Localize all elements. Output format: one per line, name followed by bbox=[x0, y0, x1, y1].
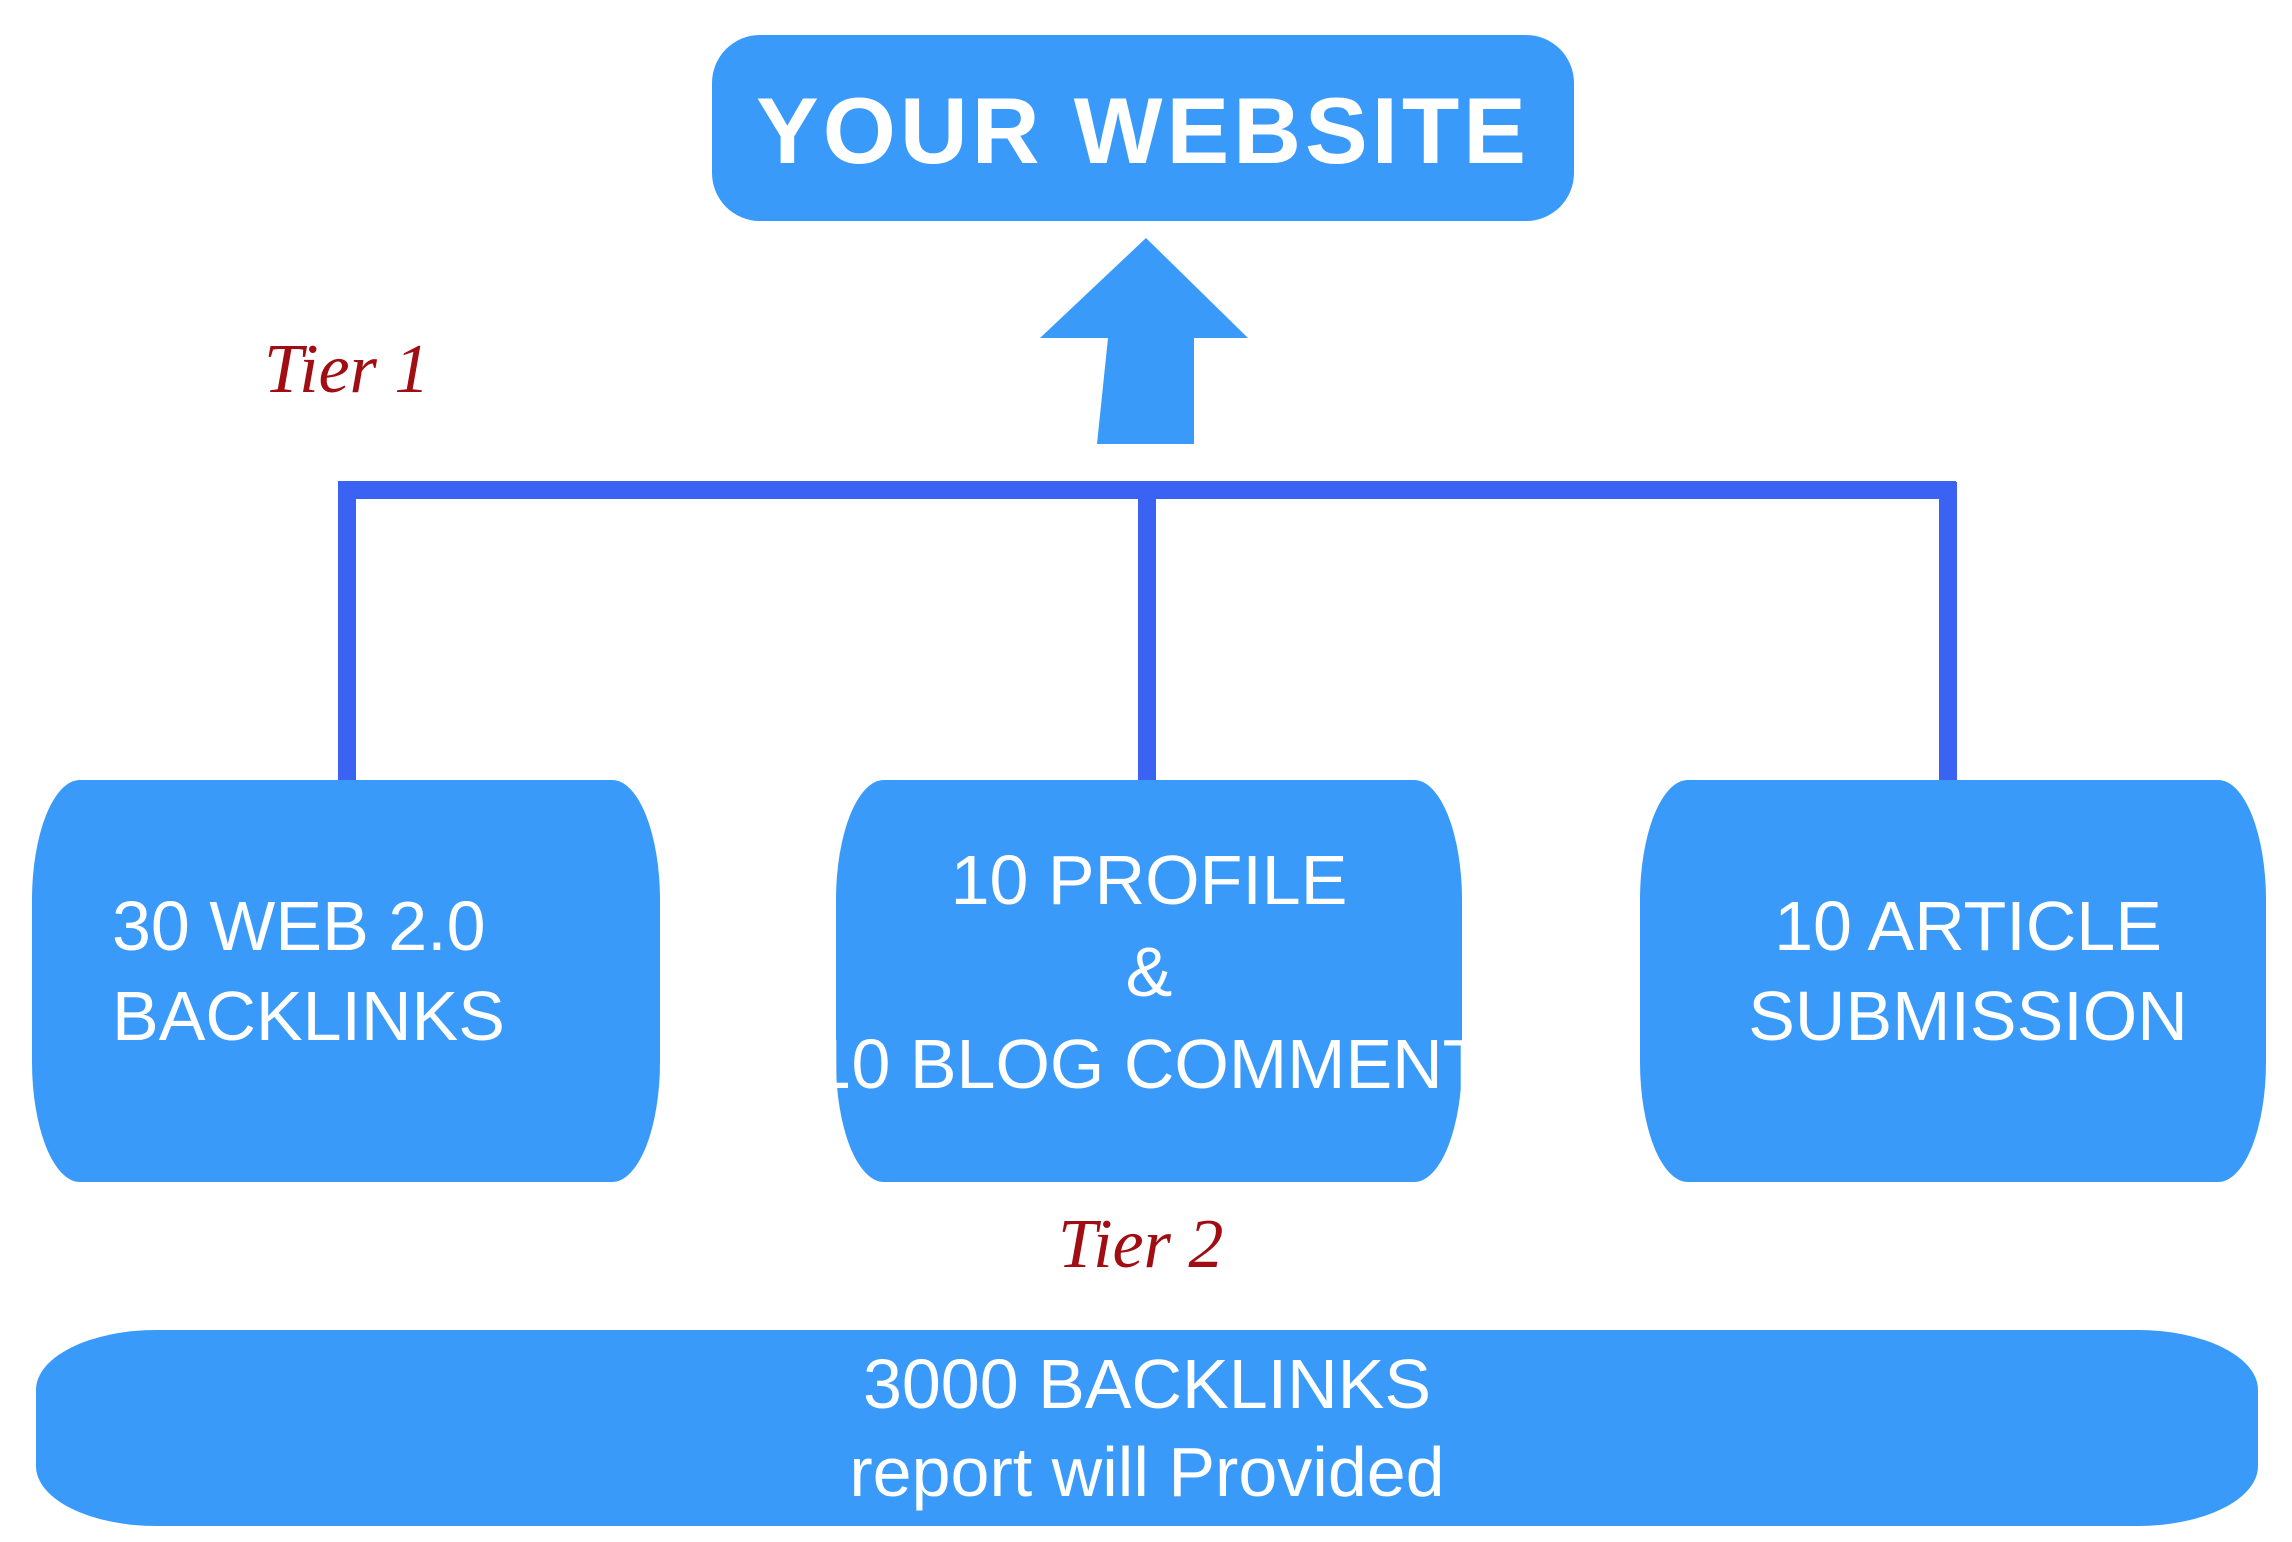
node-line: BACKLINKS bbox=[112, 977, 505, 1055]
node-line: 10 PROFILE bbox=[950, 841, 1348, 919]
tier1-node-profile-blog: 10 PROFILE & 10 BLOG COMMENT bbox=[813, 780, 1485, 1182]
tier1-node-article: 10 ARTICLE SUBMISSION bbox=[1640, 780, 2266, 1182]
node-line: SUBMISSION bbox=[1748, 977, 2188, 1055]
tier1-label: Tier 1 bbox=[264, 331, 430, 408]
node-line: & bbox=[1125, 933, 1173, 1011]
node-line: 3000 BACKLINKS bbox=[862, 1345, 1432, 1423]
tier1-node-web20: 30 WEB 2.0 BACKLINKS bbox=[32, 780, 660, 1182]
node-line: 10 ARTICLE bbox=[1774, 887, 2162, 965]
website-node: YOUR WEBSITE bbox=[712, 35, 1574, 221]
website-label: YOUR WEBSITE bbox=[756, 78, 1530, 183]
up-arrow-icon bbox=[1040, 238, 1248, 444]
node-line: 10 BLOG COMMENT bbox=[812, 1025, 1486, 1103]
node-line: report will Provided bbox=[849, 1433, 1445, 1511]
tier2-node: 3000 BACKLINKS report will Provided bbox=[36, 1330, 2258, 1526]
node-line: 30 WEB 2.0 bbox=[112, 887, 486, 965]
tier2-label: Tier 2 bbox=[1058, 1206, 1224, 1283]
